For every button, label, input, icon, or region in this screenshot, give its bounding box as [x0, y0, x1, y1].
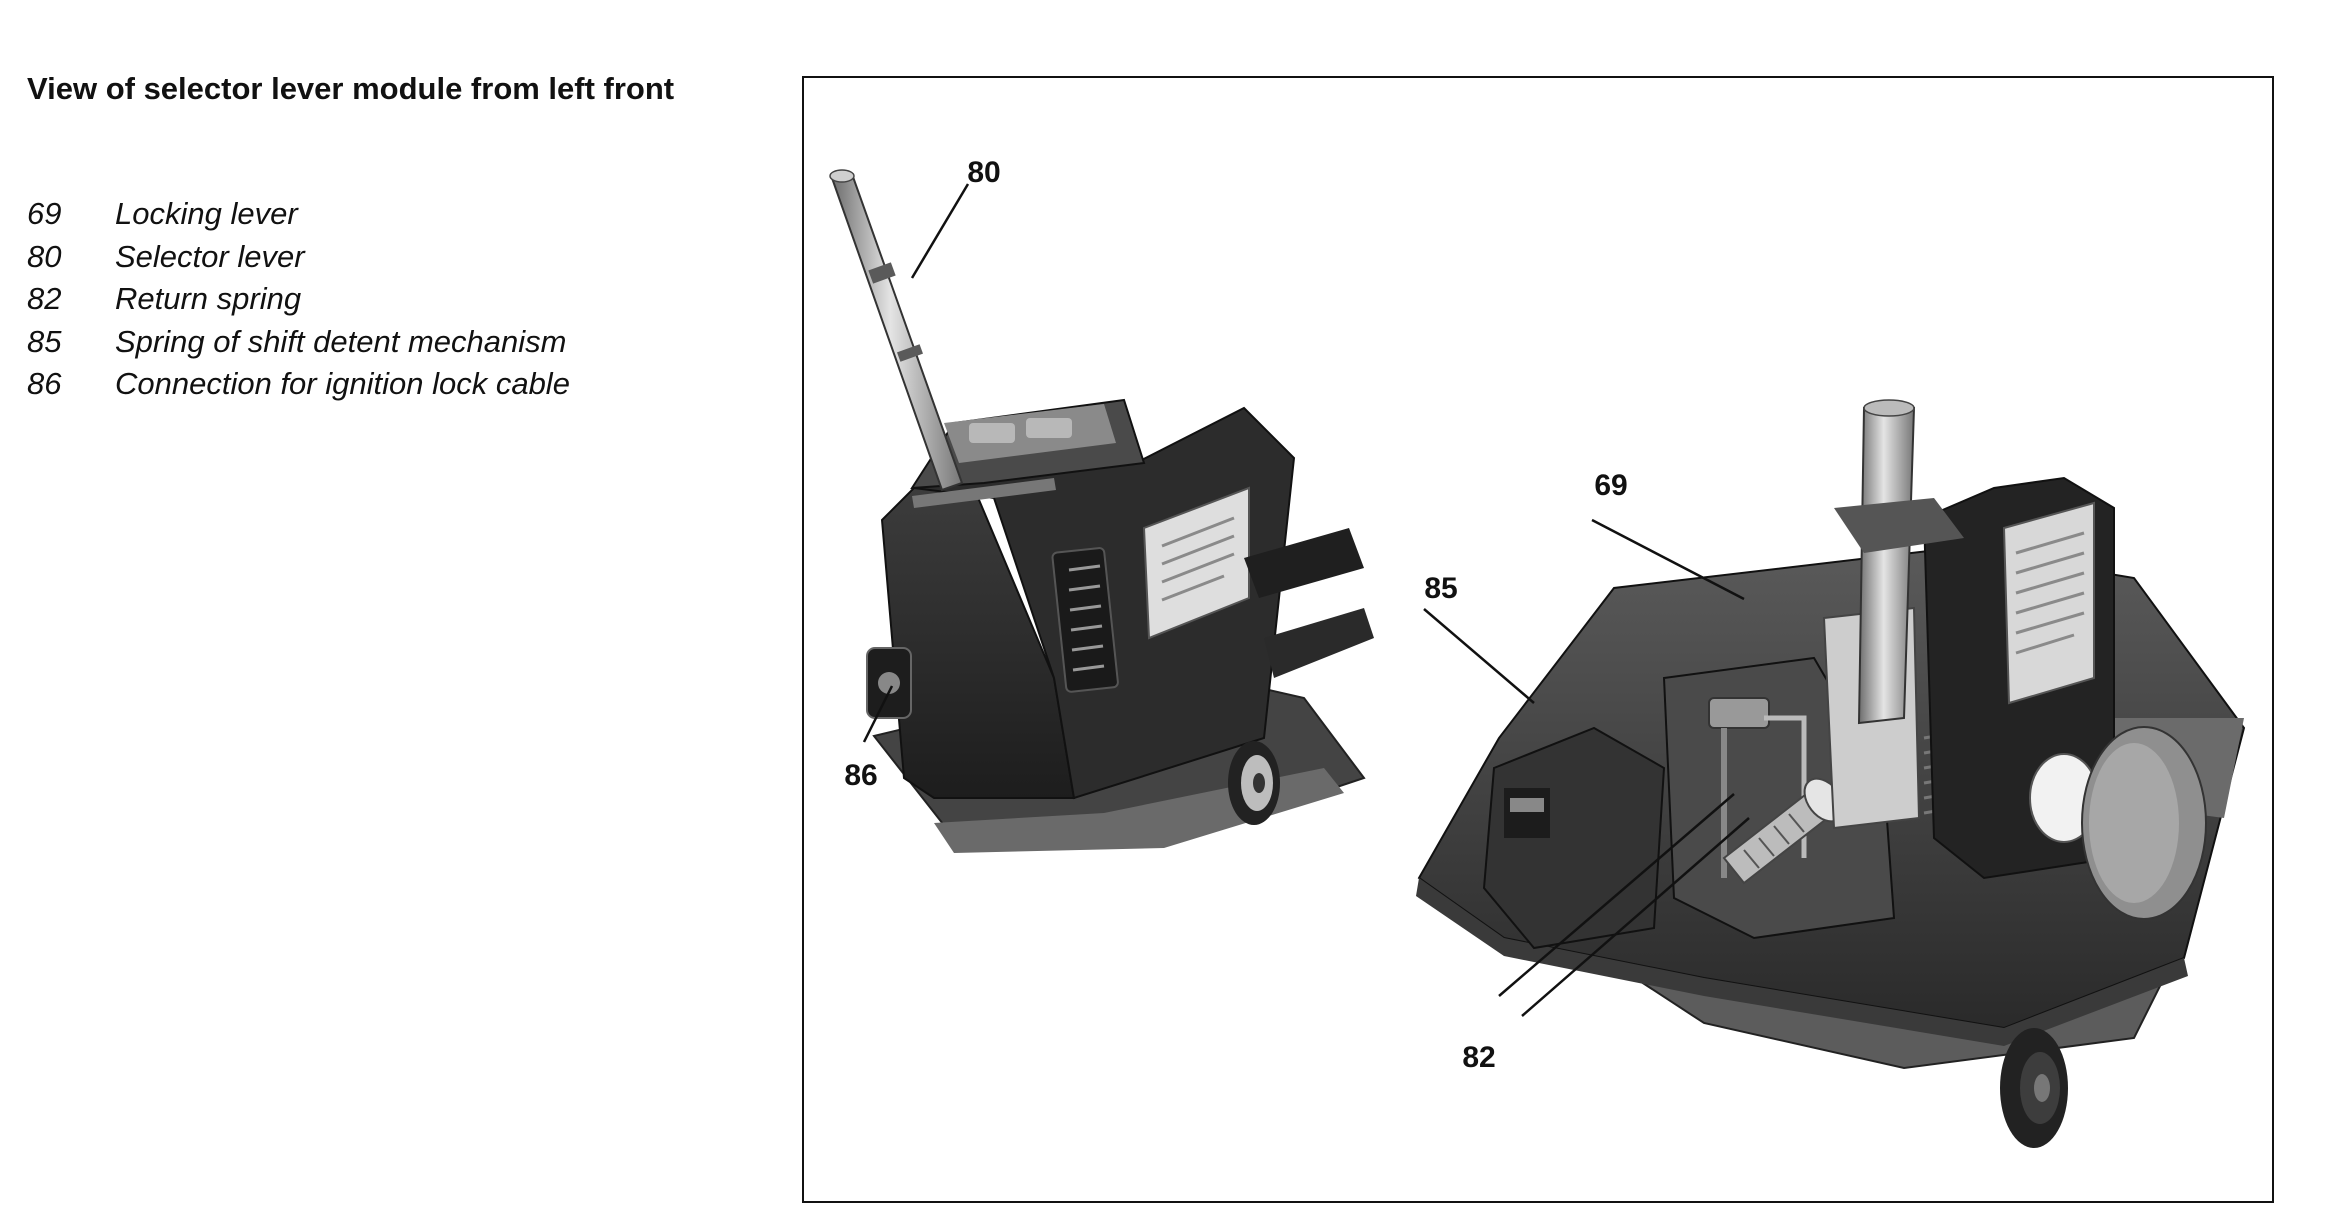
legend-number: 85: [27, 323, 62, 359]
legend-item: 80 Selector lever: [27, 236, 570, 279]
legend-item: 69 Locking lever: [27, 193, 570, 236]
legend-item: 86 Connection for ignition lock cable: [27, 363, 570, 406]
legend-number: 86: [27, 366, 62, 401]
legend-label: Connection for ignition lock cable: [115, 366, 570, 401]
legend-label: Spring of shift detent mechanism: [115, 323, 567, 359]
callout-85: 85: [1424, 572, 1457, 605]
callout-86: 86: [844, 759, 877, 792]
legend-label: Locking lever: [115, 196, 298, 231]
parts-legend: 69 Locking lever 80 Selector lever 82 Retur…: [27, 193, 570, 406]
legend-number: 82: [27, 281, 62, 316]
figure-frame: 80 86 69 85 82: [802, 76, 2274, 1203]
legend-number: 80: [27, 238, 62, 274]
callout-69: 69: [1594, 469, 1627, 502]
legend-item: 85 Spring of shift detent mechanism: [27, 321, 570, 364]
legend-item: 82 Return spring: [27, 278, 570, 321]
callout-82: 82: [1462, 1041, 1495, 1074]
right-module: [1416, 399, 2246, 1148]
callout-80: 80: [967, 156, 1000, 189]
page-title: View of selector lever module from left …: [27, 71, 675, 106]
left-module: [829, 169, 1374, 853]
leader-lines: [862, 183, 1750, 1017]
legend-label: Return spring: [115, 281, 302, 316]
legend-label: Selector lever: [115, 238, 305, 274]
selector-lever-module-illustration: 80 86 69 85 82: [829, 156, 2246, 1148]
legend-number: 69: [27, 196, 62, 231]
